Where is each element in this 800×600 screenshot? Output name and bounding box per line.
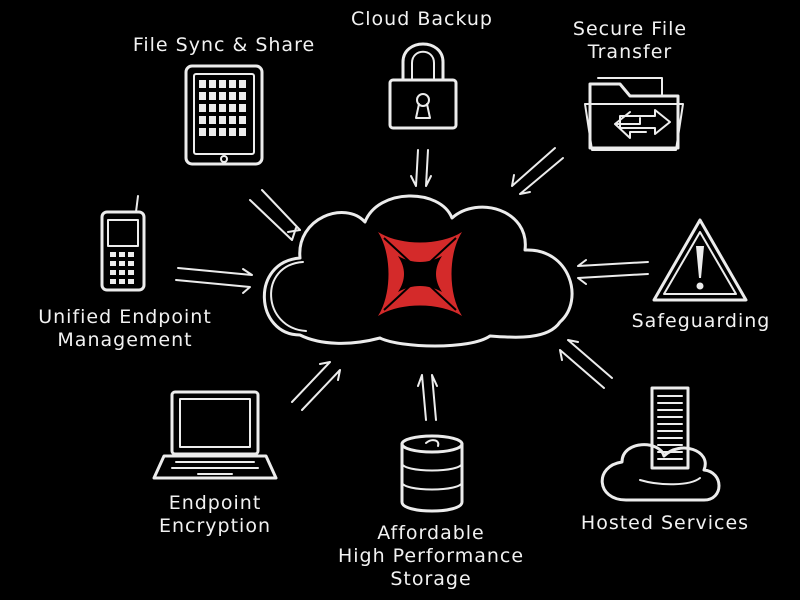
phone-key bbox=[110, 252, 116, 257]
phone-key bbox=[110, 279, 116, 284]
warning-triangle-icon bbox=[652, 218, 748, 302]
tablet-app-tile bbox=[239, 128, 246, 136]
arrow-cloud-backup bbox=[410, 149, 432, 187]
label-encryption-line1: Endpoint bbox=[168, 492, 262, 514]
tablet-app-tile bbox=[229, 92, 236, 100]
label-secure-file-line2: Transfer bbox=[587, 41, 673, 63]
tablet-app-tile bbox=[199, 80, 206, 88]
label-storage-line1: Affordable bbox=[377, 522, 485, 544]
tablet-app-tile bbox=[199, 116, 206, 124]
tablet-app-tile bbox=[209, 104, 216, 112]
label-safeguarding: Safeguarding bbox=[626, 310, 776, 333]
tablet-app-tile bbox=[219, 104, 226, 112]
tablet-app-tile bbox=[209, 116, 216, 124]
tablet-app-tile bbox=[219, 116, 226, 124]
arrow-file-sync bbox=[249, 189, 301, 241]
folder-transfer-icon bbox=[584, 77, 684, 151]
tablet-app-tile bbox=[239, 92, 246, 100]
tablet-app-tile bbox=[199, 104, 206, 112]
database-icon bbox=[400, 434, 464, 513]
phone-key bbox=[128, 252, 134, 257]
arrow-secure-file bbox=[511, 147, 564, 195]
arrow-uem bbox=[175, 267, 253, 294]
label-uem-line2: Management bbox=[57, 329, 193, 351]
phone-key bbox=[110, 261, 116, 266]
label-storage-line2: High Performance bbox=[337, 545, 525, 567]
label-uem-line1: Unified Endpoint bbox=[38, 306, 212, 328]
label-storage: Affordable High Performance Storage bbox=[326, 522, 536, 591]
phone-key bbox=[119, 252, 125, 257]
label-secure-file: Secure File Transfer bbox=[560, 18, 700, 64]
tablet-app-tile bbox=[199, 92, 206, 100]
tablet-app-tile bbox=[229, 80, 236, 88]
label-secure-file-line1: Secure File bbox=[572, 18, 688, 40]
label-file-sync: File Sync & Share bbox=[128, 34, 320, 57]
server-cloud-icon bbox=[600, 386, 721, 502]
label-uem: Unified Endpoint Management bbox=[30, 306, 220, 352]
phone-key bbox=[128, 279, 134, 284]
label-cloud-backup-text: Cloud Backup bbox=[351, 8, 493, 30]
arrow-encryption bbox=[291, 361, 341, 411]
red-logo-icon bbox=[378, 232, 462, 316]
phone-key bbox=[128, 270, 134, 275]
phone-key bbox=[128, 261, 134, 266]
label-file-sync-text: File Sync & Share bbox=[132, 34, 316, 56]
mobile-phone-icon bbox=[100, 195, 146, 292]
label-encryption: Endpoint Encryption bbox=[150, 492, 280, 538]
label-encryption-line2: Encryption bbox=[158, 515, 271, 537]
phone-key bbox=[110, 270, 116, 275]
arrow-hosted bbox=[559, 339, 613, 389]
tablet-app-tile bbox=[229, 116, 236, 124]
tablet-app-tile bbox=[219, 92, 226, 100]
tablet-app-tile bbox=[229, 104, 236, 112]
tablet-app-tile bbox=[209, 92, 216, 100]
tablet-icon bbox=[184, 64, 264, 166]
tablet-app-tile bbox=[199, 128, 206, 136]
arrow-safeguarding bbox=[577, 259, 649, 285]
tablet-app-tile bbox=[209, 80, 216, 88]
laptop-icon bbox=[152, 390, 278, 480]
label-hosted-text: Hosted Services bbox=[580, 512, 750, 534]
tablet-app-tile bbox=[219, 128, 226, 136]
label-hosted: Hosted Services bbox=[570, 512, 760, 535]
phone-key bbox=[119, 279, 125, 284]
tablet-app-tile bbox=[219, 80, 226, 88]
central-cloud bbox=[262, 194, 574, 348]
phone-key bbox=[119, 270, 125, 275]
tablet-app-tile bbox=[239, 116, 246, 124]
tablet-app-tile bbox=[209, 128, 216, 136]
label-safeguarding-text: Safeguarding bbox=[631, 310, 771, 332]
tablet-app-tile bbox=[239, 104, 246, 112]
label-storage-line3: Storage bbox=[390, 568, 472, 590]
phone-key bbox=[119, 261, 125, 266]
label-cloud-backup: Cloud Backup bbox=[342, 8, 502, 31]
tablet-app-tile bbox=[239, 80, 246, 88]
arrow-storage bbox=[417, 374, 438, 421]
padlock-icon bbox=[388, 42, 458, 130]
tablet-app-tile bbox=[229, 128, 236, 136]
